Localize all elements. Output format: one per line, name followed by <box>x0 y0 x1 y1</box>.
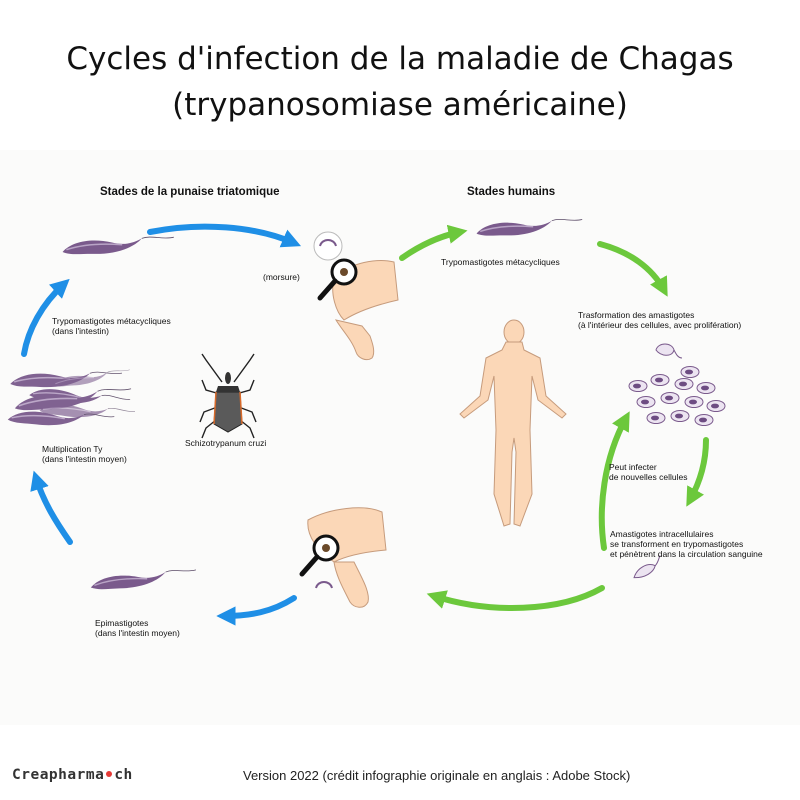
arrow-reinfect-cells <box>598 411 630 551</box>
arrow-bite-to-epi <box>216 595 297 626</box>
arrow-epi-to-multiply <box>30 470 73 545</box>
brand-dot-icon <box>106 771 113 777</box>
label-multiplication: Multiplication Ty (dans l'intestin moyen… <box>42 444 127 464</box>
label-trypo-bug: Trypomastigotes métacycliques (dans l'in… <box>52 316 171 336</box>
section-bug-stages: Stades de la punaise triatomique <box>100 186 280 198</box>
trypomastigote-bloodstream <box>633 555 661 579</box>
label-morsure: (morsure) <box>263 272 300 282</box>
trypomastigote-human <box>475 216 584 239</box>
human-figure <box>459 319 567 527</box>
label-epimastigotes: Epimastigotes (dans l'intestin moyen) <box>95 618 180 638</box>
arm-top <box>313 231 399 361</box>
arrow-blood-to-bite <box>426 585 605 611</box>
label-transformation: Trasformation des amastigotes (à l'intér… <box>578 310 742 330</box>
arm-bottom <box>299 507 387 608</box>
amastigote-cluster <box>628 366 726 426</box>
label-trypo-human: Trypomastigotes métacycliques <box>441 257 560 267</box>
title-line-1: Cycles d'infection de la maladie de Chag… <box>66 41 734 77</box>
section-human-stages: Stades humains <box>467 186 556 198</box>
triatomine-bug <box>199 353 257 439</box>
diagram-background <box>0 150 800 725</box>
label-intracellular: Amastigotes intracellulaires se transfor… <box>610 529 763 559</box>
amastigote-transform <box>655 343 683 359</box>
label-reinfect: Peut infecter de nouvelles cellules <box>609 462 688 482</box>
multiplication-cluster <box>6 367 136 429</box>
epimastigote <box>89 566 198 593</box>
label-species: Schizotrypanum cruzi <box>185 438 267 448</box>
trypomastigote-bug-top <box>61 234 176 258</box>
arrow-cells-to-intracellular <box>686 437 709 507</box>
arrow-bite-to-human <box>399 224 468 261</box>
arrow-trypo-to-transformation <box>597 241 668 297</box>
arrow-multiply-to-trypo <box>21 278 70 357</box>
title-line-2: (trypanosomiase américaine) <box>172 87 628 123</box>
arrow-bite-to-bug <box>147 223 302 248</box>
footer-credit: Version 2022 (crédit infographie origina… <box>243 768 631 783</box>
